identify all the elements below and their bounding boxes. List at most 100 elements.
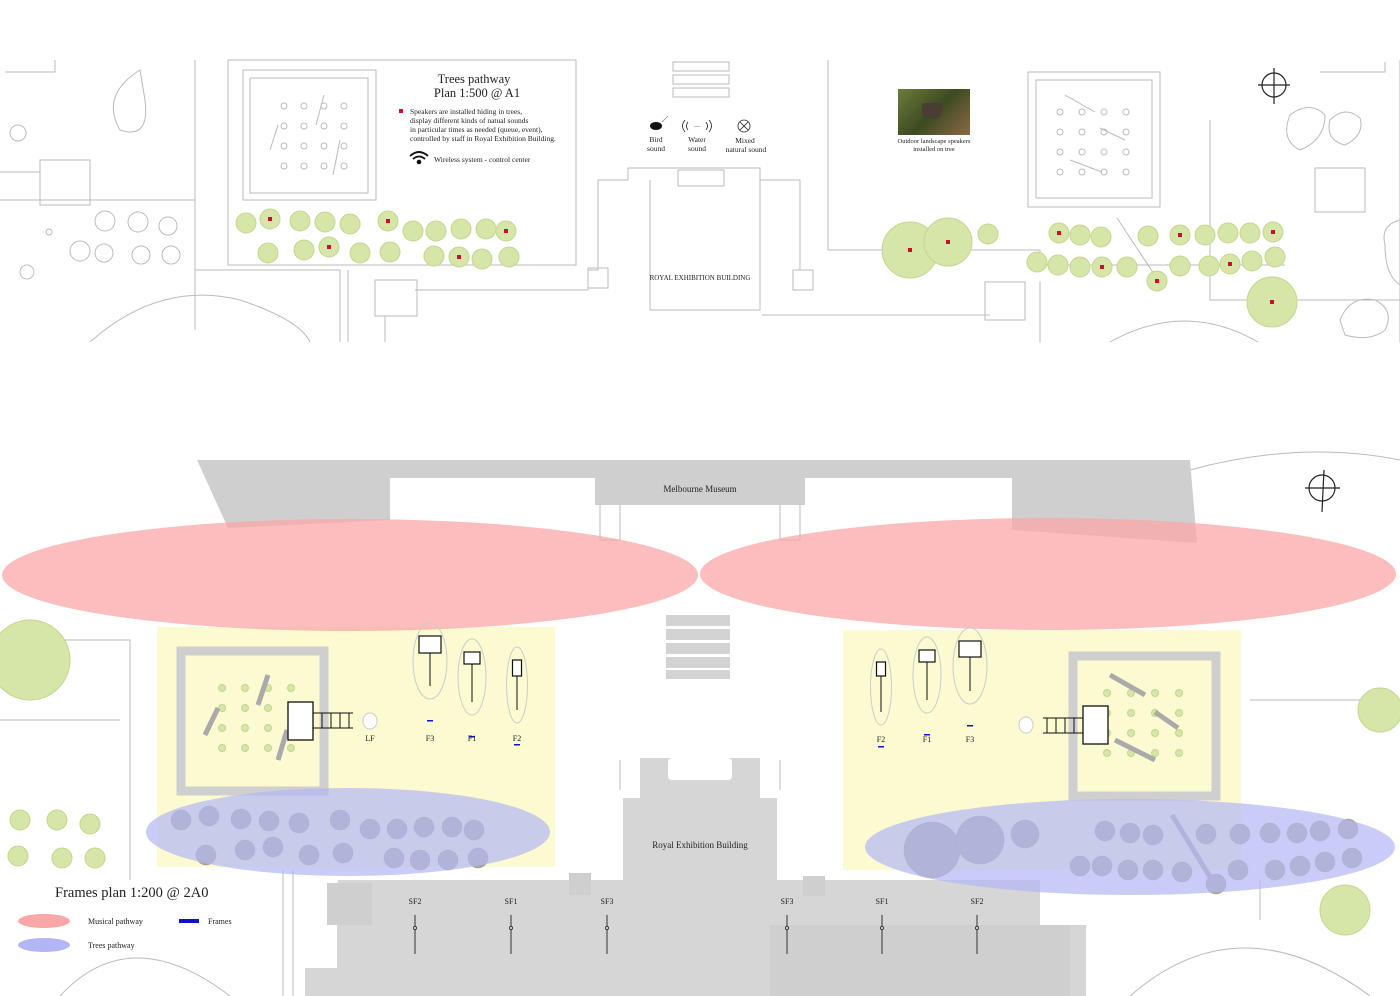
- bird-sound-label: Bird: [649, 135, 663, 144]
- frame-marker: [427, 720, 433, 722]
- tree-icon: [314, 211, 336, 233]
- frame-marker: [878, 746, 884, 748]
- tree-icon: [379, 241, 401, 263]
- melbourne-museum-building: [197, 460, 1197, 543]
- speaker-marker: [386, 219, 390, 223]
- planter-post: [1056, 168, 1064, 176]
- north-arrow-icon: [1305, 469, 1340, 513]
- speaker-marker: [908, 248, 912, 252]
- museum-label: Melbourne Museum: [663, 484, 736, 494]
- tree-icon: [1047, 254, 1069, 276]
- frame-label: SF2: [409, 897, 422, 906]
- planter-post: [264, 704, 272, 712]
- frames-plan-title: Frames plan 1:200 @ 2A0: [55, 885, 209, 901]
- tree-icon: [1137, 225, 1159, 247]
- legend-musical-swatch: [18, 914, 70, 928]
- frame-label: F1: [923, 735, 931, 744]
- mixed-sound-label: natural sound: [726, 145, 767, 154]
- svg-text:~~~: ~~~: [694, 124, 701, 129]
- tree-icon: [9, 809, 31, 831]
- tree-icon: [1194, 224, 1216, 246]
- planter-post: [1175, 689, 1183, 697]
- frame-marker: [975, 926, 979, 930]
- tree-icon: [235, 212, 257, 234]
- planter-post: [1175, 749, 1183, 757]
- speaker-marker: [1057, 231, 1061, 235]
- planter-post: [241, 684, 249, 692]
- planter-post: [241, 744, 249, 752]
- tree-icon: [475, 218, 497, 240]
- frame-label: F3: [426, 734, 434, 743]
- planter-post: [218, 684, 226, 692]
- tree-icon: [339, 213, 361, 235]
- frame-marker: [785, 926, 789, 930]
- frame-label: SF1: [505, 897, 518, 906]
- frame-icon: [1082, 705, 1109, 745]
- frame-icon: [463, 651, 481, 665]
- speaker-marker: [1178, 233, 1182, 237]
- planter-post: [1078, 148, 1086, 156]
- speaker-marker-legend: [399, 109, 403, 113]
- note-line: in particular times as needed (queue, ev…: [410, 125, 543, 134]
- planter-post: [1175, 709, 1183, 717]
- tree-icon: [7, 845, 29, 867]
- frame-label: F1: [468, 734, 476, 743]
- trees-pathway-title: Trees pathway: [438, 72, 512, 86]
- tree-icon: [1169, 255, 1191, 277]
- planter-post: [1122, 168, 1130, 176]
- tree-icon: [46, 809, 68, 831]
- planter-post: [300, 142, 308, 150]
- tree-icon: [293, 239, 315, 261]
- frame-marker: [509, 926, 513, 930]
- outdoor-speaker-photo: [898, 89, 970, 135]
- planter-post: [1151, 689, 1159, 697]
- planter-post: [340, 122, 348, 130]
- bird-icon: [650, 115, 669, 130]
- planter-post: [1127, 709, 1135, 717]
- tree-icon: [1319, 884, 1371, 936]
- speaker-marker: [268, 217, 272, 221]
- building-label: Royal Exhibition Building: [652, 840, 748, 850]
- note-line: controlled by staff in Royal Exhibition …: [410, 134, 556, 143]
- planter-post: [320, 122, 328, 130]
- frame-marker: [605, 926, 609, 930]
- planter-post: [300, 122, 308, 130]
- legend-label: Musical pathway: [88, 917, 143, 926]
- frame-zone: [362, 712, 378, 730]
- tree-icon: [1241, 250, 1263, 272]
- planter-post: [340, 142, 348, 150]
- frame-label: SF3: [601, 897, 614, 906]
- tree-icon: [1198, 255, 1220, 277]
- planter-post: [1122, 108, 1130, 116]
- planter-post: [340, 162, 348, 170]
- tree-icon: [1026, 251, 1048, 273]
- planter-post: [1175, 729, 1183, 737]
- tree-icon: [349, 242, 371, 264]
- planter-post: [1056, 148, 1064, 156]
- tree-icon: [977, 223, 999, 245]
- speaker-marker: [1100, 265, 1104, 269]
- frame-zone: [457, 638, 487, 716]
- trees-pathway-scale: Plan 1:500 @ A1: [434, 86, 520, 100]
- planter-post: [320, 142, 328, 150]
- planter-post: [218, 724, 226, 732]
- planter-post: [340, 102, 348, 110]
- frame-icon: [875, 661, 887, 677]
- frame-icon: [511, 659, 523, 677]
- planter-post: [280, 122, 288, 130]
- note-line: Speakers are installed hiding in trees,: [410, 107, 522, 116]
- speaker-marker: [1271, 230, 1275, 234]
- trees-pathway-plan: Trees pathway Plan 1:500 @ A1 Speakers a…: [0, 59, 1400, 343]
- planter-post: [1100, 148, 1108, 156]
- frame-icon: [958, 640, 982, 658]
- water-icon: ~~~: [682, 119, 712, 133]
- planter-post: [300, 102, 308, 110]
- tree-icon: [1090, 226, 1112, 248]
- planter-post: [1103, 749, 1111, 757]
- tree-icon: [1069, 256, 1091, 278]
- tree-icon: [1116, 256, 1138, 278]
- planter-post: [1056, 128, 1064, 136]
- ladder-frame: [313, 712, 353, 729]
- planter-post: [264, 744, 272, 752]
- speaker-marker: [327, 245, 331, 249]
